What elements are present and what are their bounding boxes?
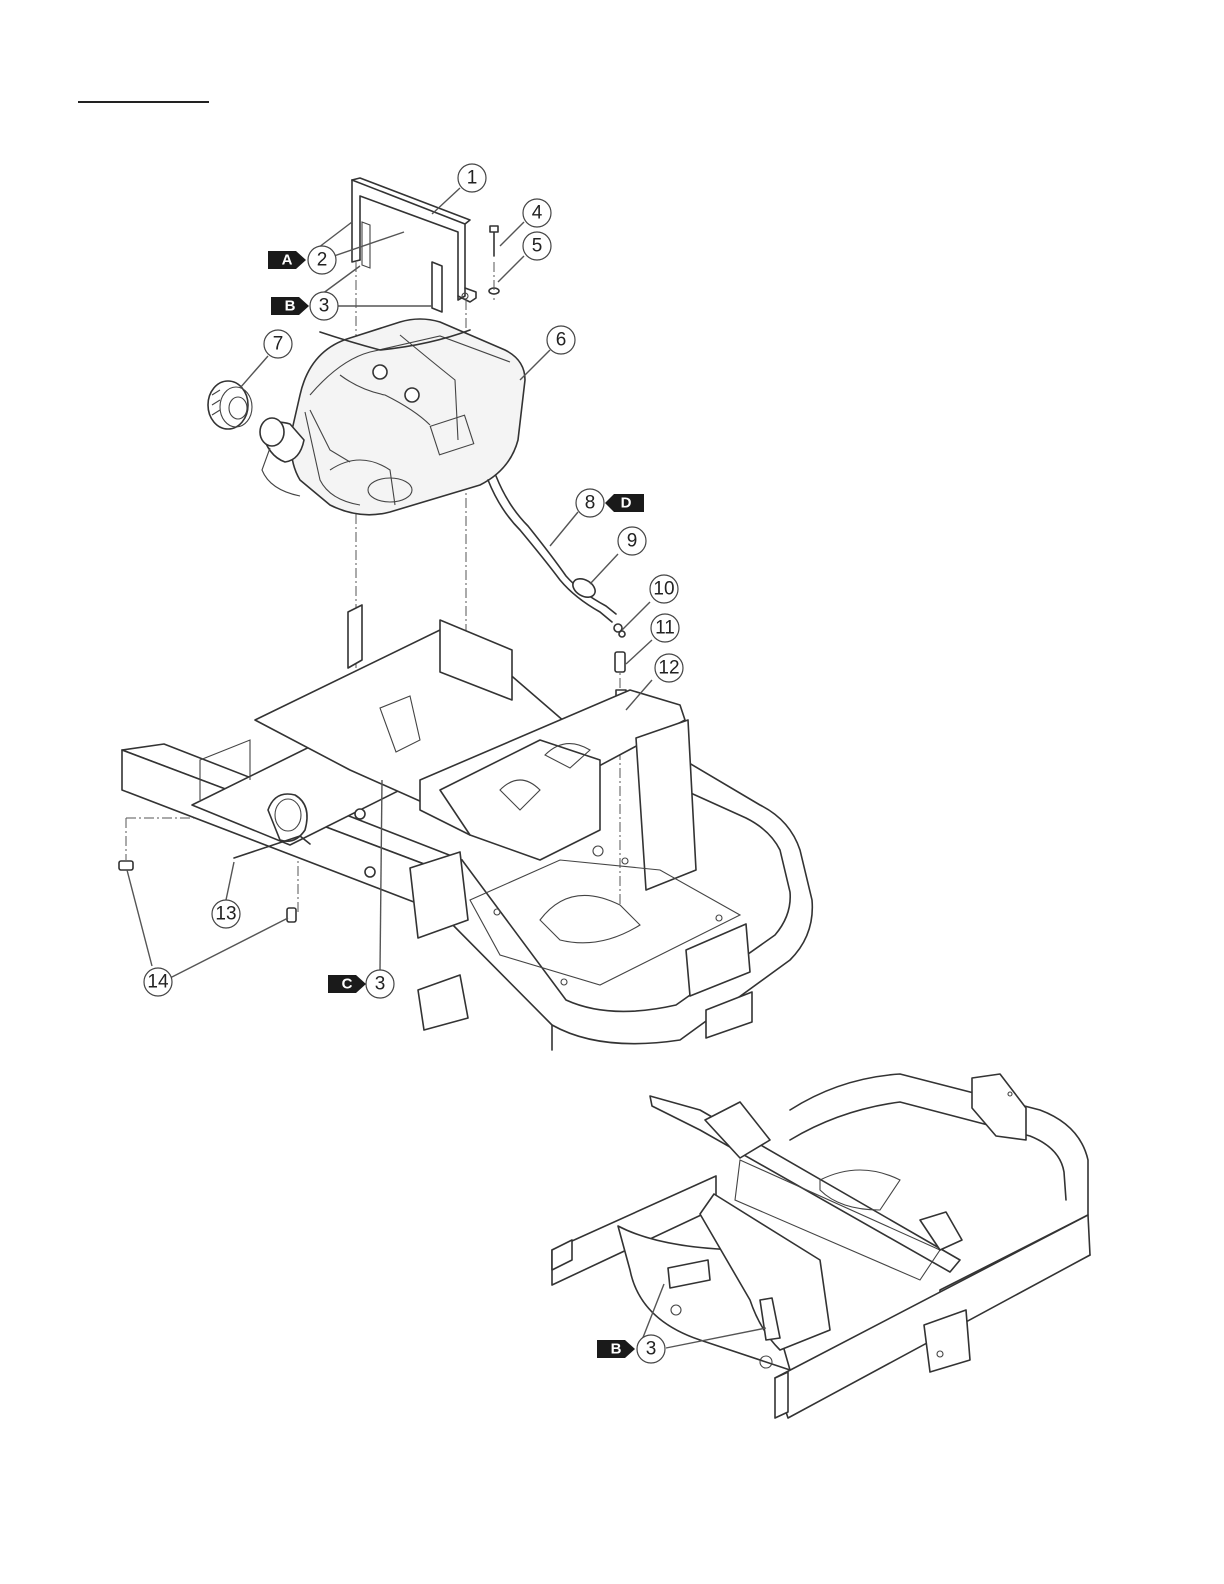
callout-8: 8 xyxy=(576,489,604,517)
callout-8-label: 8 xyxy=(585,493,596,514)
callout-13-label: 13 xyxy=(215,904,236,925)
tag-d: D xyxy=(605,494,644,512)
callout-12: 12 xyxy=(655,654,683,682)
strip-3-b xyxy=(432,262,442,312)
tag-c-label: C xyxy=(342,976,353,993)
callout-3-b-rear: 3 xyxy=(637,1335,665,1363)
chassis-frame-main xyxy=(122,605,812,1050)
callout-9-label: 9 xyxy=(627,531,638,552)
tag-a: A xyxy=(268,251,306,269)
tag-d-label: D xyxy=(621,495,632,512)
fuel-cap xyxy=(208,381,252,429)
callout-3-b-rear-label: 3 xyxy=(646,1339,657,1360)
callout-7-label: 7 xyxy=(273,334,284,355)
callout-2: 2 xyxy=(308,246,336,274)
callout-5: 5 xyxy=(523,232,551,260)
callout-3-b-label: 3 xyxy=(319,296,330,317)
bolt-4 xyxy=(490,226,498,256)
fuel-tank xyxy=(260,319,525,515)
callout-5-label: 5 xyxy=(532,236,543,257)
callout-4-label: 4 xyxy=(532,203,543,224)
chassis-frame-rear-view xyxy=(552,1074,1090,1418)
callout-11-label: 11 xyxy=(655,618,675,639)
hose-clip-10 xyxy=(614,624,625,637)
clip-14a xyxy=(119,861,133,870)
callout-11: 11 xyxy=(651,614,679,642)
tag-b: B xyxy=(271,297,309,315)
callout-2-label: 2 xyxy=(317,250,328,271)
callout-3-b: 3 xyxy=(310,292,338,320)
callout-1: 1 xyxy=(458,164,486,192)
callout-7: 7 xyxy=(264,330,292,358)
callout-3-c: 3 xyxy=(366,970,394,998)
tag-b-rear: B xyxy=(597,1340,635,1358)
tag-b-label: B xyxy=(285,298,296,315)
callout-14: 14 xyxy=(144,968,172,996)
callout-6: 6 xyxy=(547,326,575,354)
callout-14-label: 14 xyxy=(147,972,169,993)
tag-b-rear-label: B xyxy=(611,1341,622,1358)
callout-3-c-label: 3 xyxy=(375,974,386,995)
tag-c: C xyxy=(328,975,366,993)
callout-4: 4 xyxy=(523,199,551,227)
tank-bracket xyxy=(352,178,476,302)
callout-1-label: 1 xyxy=(467,168,478,189)
callout-10: 10 xyxy=(650,575,678,603)
callout-9: 9 xyxy=(618,527,646,555)
callout-10-label: 10 xyxy=(653,579,674,600)
clip-14b xyxy=(287,908,296,922)
tag-a-label: A xyxy=(282,252,293,269)
hose-piece-11 xyxy=(615,652,625,672)
callout-13: 13 xyxy=(212,900,240,928)
callout-6-label: 6 xyxy=(556,330,567,351)
callout-12-label: 12 xyxy=(658,658,679,679)
